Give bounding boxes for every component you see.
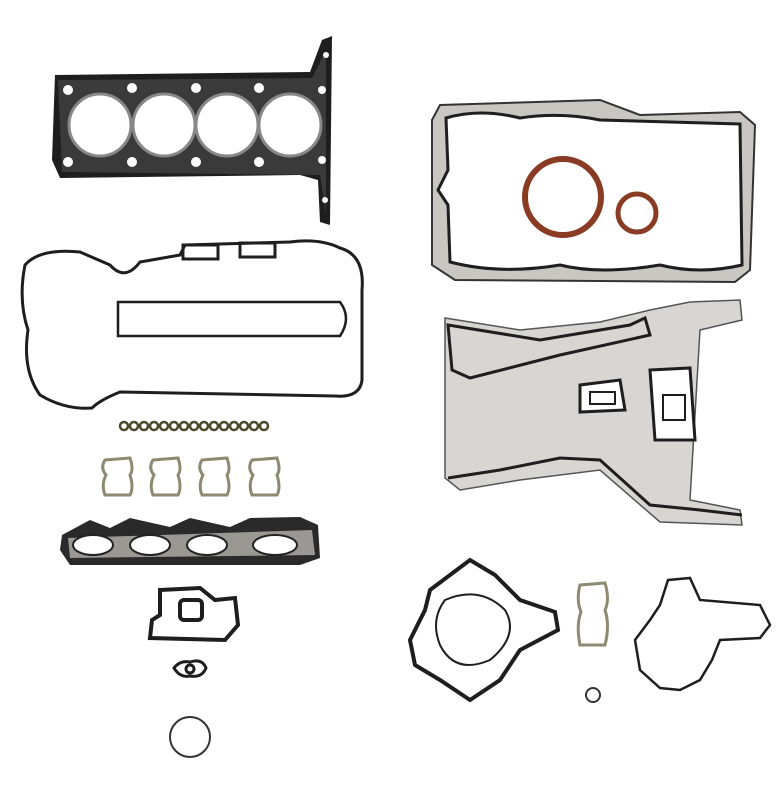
water-pump-gasket (407, 557, 561, 703)
o-ring-large (169, 716, 211, 758)
timing-cover-gasket (444, 299, 743, 526)
crank-seal-large (522, 156, 604, 238)
small-cover-gasket (576, 581, 609, 647)
cylinder-head-gasket (52, 36, 332, 225)
o-ring-row (118, 420, 270, 432)
oil-pan-gasket (431, 98, 757, 284)
housing-gasket (147, 585, 241, 643)
o-ring-small (585, 687, 601, 703)
valve-cover-gasket (20, 239, 364, 410)
tube-seals (101, 456, 281, 497)
small-flange-gasket (172, 659, 208, 678)
exhaust-manifold-gasket (60, 517, 320, 565)
crank-seal-small (615, 191, 659, 235)
thermostat-gasket (633, 576, 772, 692)
